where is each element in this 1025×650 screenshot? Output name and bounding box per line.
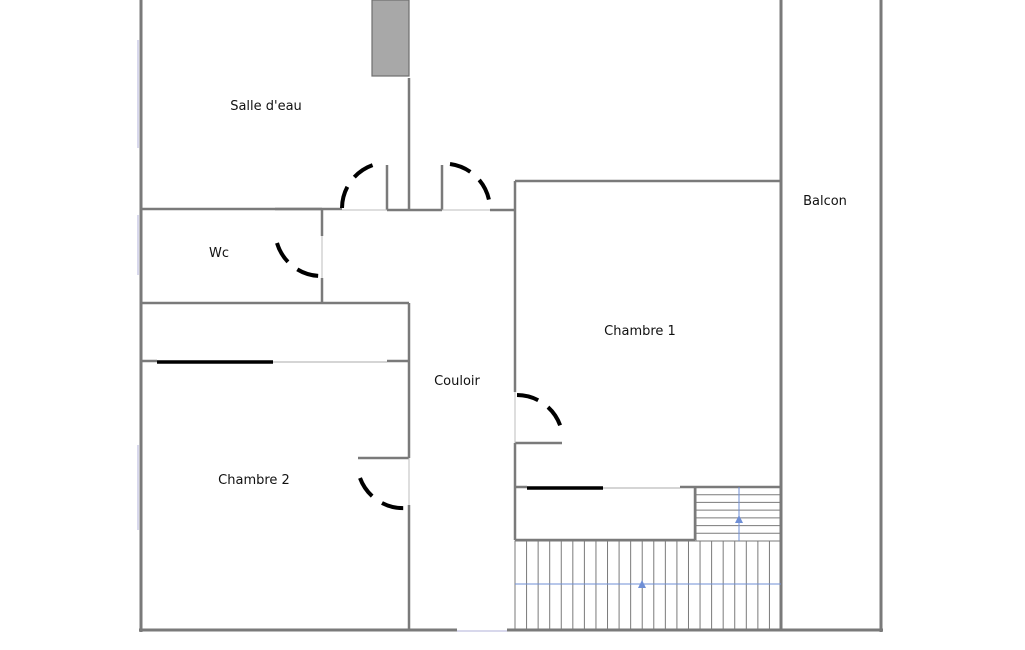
door-swing-chambre2 xyxy=(358,477,408,511)
stair-treads xyxy=(514,541,782,630)
small-staircase xyxy=(695,486,782,542)
window-marks xyxy=(137,40,507,632)
room-label-couloir: Couloir xyxy=(434,374,480,389)
room-label-chambre1: Chambre 1 xyxy=(604,324,676,339)
small-stair-arrow-icon xyxy=(735,515,743,523)
interior-walls xyxy=(141,78,781,630)
door-swing-salle-deau xyxy=(340,162,377,209)
door-swing-wc xyxy=(275,242,323,279)
sliding-doors xyxy=(157,360,680,490)
room-label-balcon: Balcon xyxy=(803,194,847,209)
door-swing-chambre1 xyxy=(516,393,563,429)
duct xyxy=(371,0,410,77)
door-swing-right-room xyxy=(449,162,492,209)
main-staircase xyxy=(514,540,782,631)
room-label-salle-deau: Salle d'eau xyxy=(230,99,302,114)
outer-walls xyxy=(139,0,883,632)
room-labels: Salle d'eau Wc Couloir Chambre 1 Chambre… xyxy=(209,99,847,488)
room-label-wc: Wc xyxy=(209,246,229,261)
room-label-chambre2: Chambre 2 xyxy=(218,473,290,488)
stair-arrow-icon xyxy=(638,580,646,588)
door-swings xyxy=(275,162,563,511)
